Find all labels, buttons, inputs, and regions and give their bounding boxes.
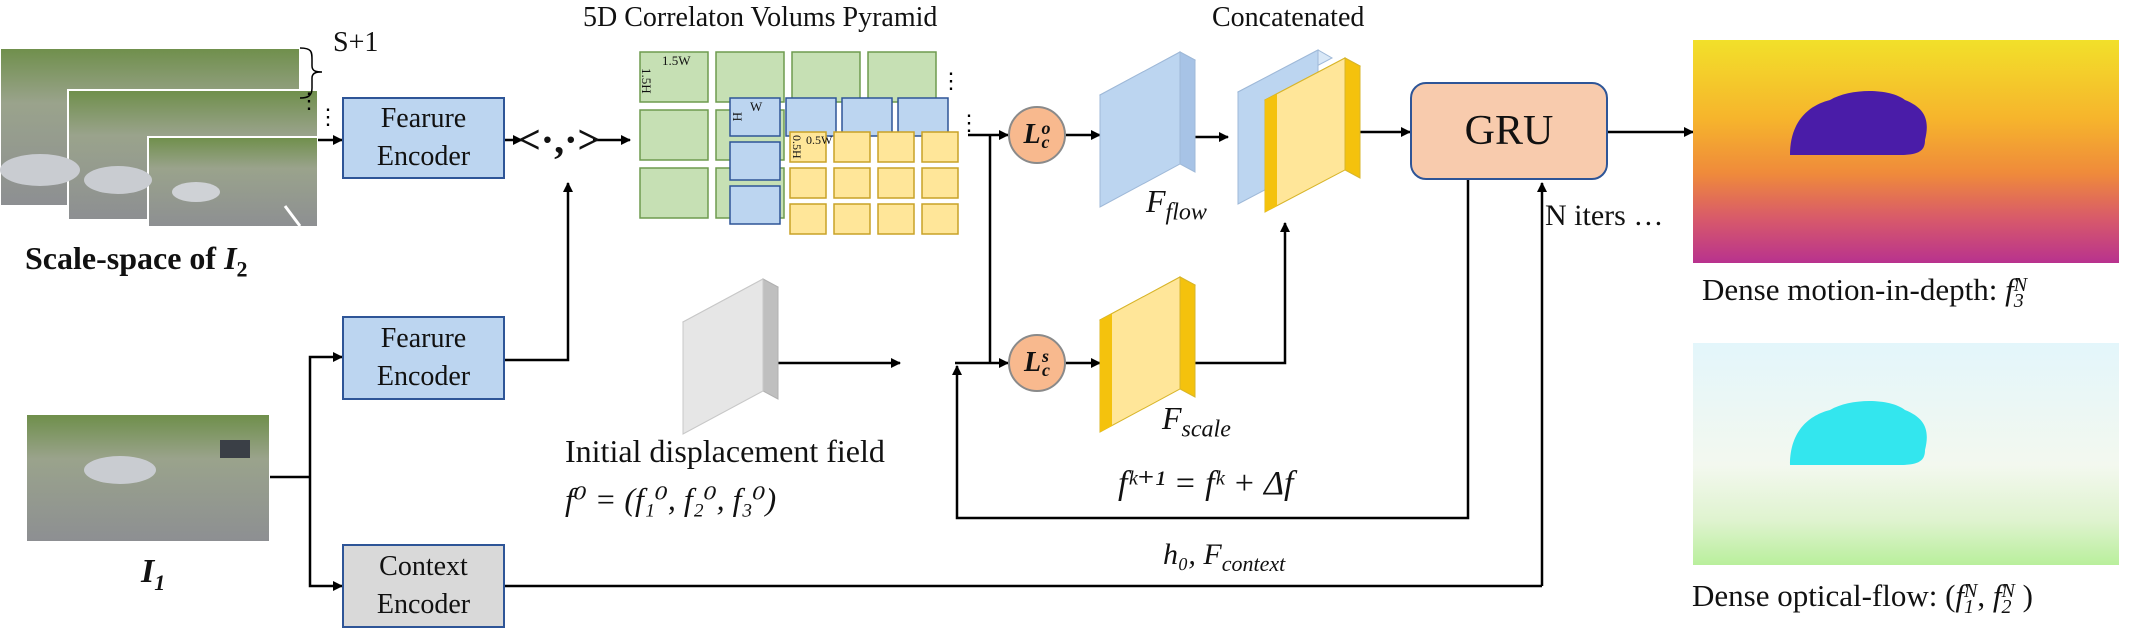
pyramid-label-h: H (730, 112, 745, 122)
f-scale-label: Fscale (1162, 400, 1231, 443)
lookup-o-sub: c (1041, 132, 1050, 152)
initial-field-panel (681, 278, 780, 435)
lookup-o-sup: o (1041, 118, 1051, 138)
output-flow-sup2: N (2001, 579, 2015, 602)
image-i1-caption: I1 (141, 553, 165, 596)
output-flow-var2: f (1992, 578, 2002, 613)
image-i1-sub: 1 (154, 569, 166, 595)
lookup-o-base: L (1023, 119, 1041, 150)
lookup-s-sup: s (1042, 346, 1050, 366)
update-equation: fᵏ⁺¹ = fᵏ + Δf (1118, 465, 1294, 502)
output-flow-sub1: 1 (1964, 595, 1975, 618)
init-field-formula: f⁰ = (f₁⁰, f₂⁰, f₃⁰) (565, 481, 777, 517)
output-flow-image (1693, 343, 2119, 565)
output-flow-close: ) (2014, 578, 2033, 613)
context-output-sub: context (1221, 551, 1286, 576)
iters-label: N iters … (1545, 199, 1664, 232)
image-i1 (27, 415, 269, 541)
pyramid-dots-2: ⋮ (958, 110, 980, 135)
pyramid-label-1-5w: 1.5W (662, 53, 691, 68)
feature-encoder-mid: Fearure Encoder (342, 316, 505, 400)
pyramid-label-w: W (750, 99, 763, 114)
feature-encoder-mid-line2: Encoder (376, 361, 471, 392)
stack-dots-top: ⋮ (298, 88, 320, 113)
f-scale-base: F (1162, 400, 1182, 436)
pyramid-label-0-5h: 0.5H (790, 135, 804, 159)
context-output-h: h₀, F (1163, 538, 1222, 571)
feature-encoder-top: Fearure Encoder (342, 97, 505, 179)
concatenated-block (1236, 49, 1362, 213)
output-depth-caption-text: Dense motion-in-depth: (1702, 272, 2006, 307)
scale-space-caption: Scale-space of I2 (25, 240, 248, 282)
f-flow-label: Fflow (1146, 183, 1207, 226)
init-field-title: Initial displacement field (565, 433, 885, 469)
concatenated-title: Concatenated (1212, 2, 1365, 33)
scale-brace (299, 47, 323, 99)
context-encoder-line1: Context (379, 551, 468, 582)
stack-dots-bottom: ⋮ (317, 104, 339, 129)
pyramid-level-2 (729, 97, 949, 225)
output-depth-sub: 3 (2013, 289, 2024, 312)
context-output-label: h₀, Fcontext (1163, 538, 1285, 577)
output-flow-sep: , (1977, 578, 1993, 613)
inner-product-symbol: <·,·> (518, 117, 601, 162)
f-flow-base: F (1146, 183, 1166, 219)
image-i1-var: I (141, 553, 155, 590)
output-flow-var1: f (1955, 578, 1965, 613)
f-scale-panel (1098, 276, 1197, 433)
lookup-s-sub: c (1042, 360, 1051, 380)
f-flow-sub: flow (1165, 199, 1207, 226)
output-depth-image (1693, 40, 2119, 263)
feature-encoder-mid-line1: Fearure (380, 323, 467, 354)
gru-block: GRU (1410, 82, 1608, 180)
scale-space-caption-sub: 2 (236, 256, 248, 282)
feature-encoder-top-line1: Fearure (380, 103, 467, 134)
pyramid-title: 5D Correlaton Volums Pyramid (583, 2, 938, 33)
f-scale-sub: scale (1181, 416, 1231, 443)
context-encoder-line2: Encoder (376, 589, 471, 620)
output-flow-sub2: 2 (2001, 595, 2012, 618)
context-encoder: Context Encoder (342, 544, 505, 628)
pyramid-level-3 (789, 131, 959, 235)
lookup-s-base: L (1023, 347, 1042, 378)
pyramid-dots-1: ⋮ (940, 68, 962, 93)
scale-space-caption-var: I (224, 240, 237, 276)
output-flow-sup1: N (1964, 579, 1978, 602)
gru-label: GRU (1464, 108, 1554, 154)
output-depth-var: f (2005, 272, 2014, 307)
scale-space-image-stack (0, 47, 319, 228)
pyramid-label-1-5h: 1.5H (639, 68, 654, 94)
output-depth-sup: N (2013, 273, 2028, 296)
scale-space-caption-text: Scale-space of (25, 240, 225, 276)
output-flow-caption-text: Dense optical-flow: ( (1692, 578, 1956, 613)
scale-count-label: S+1 (333, 27, 379, 58)
feature-encoder-top-line2: Encoder (376, 141, 471, 172)
pyramid-label-0-5w: 0.5W (806, 133, 833, 147)
f-flow-panel (1098, 51, 1197, 208)
